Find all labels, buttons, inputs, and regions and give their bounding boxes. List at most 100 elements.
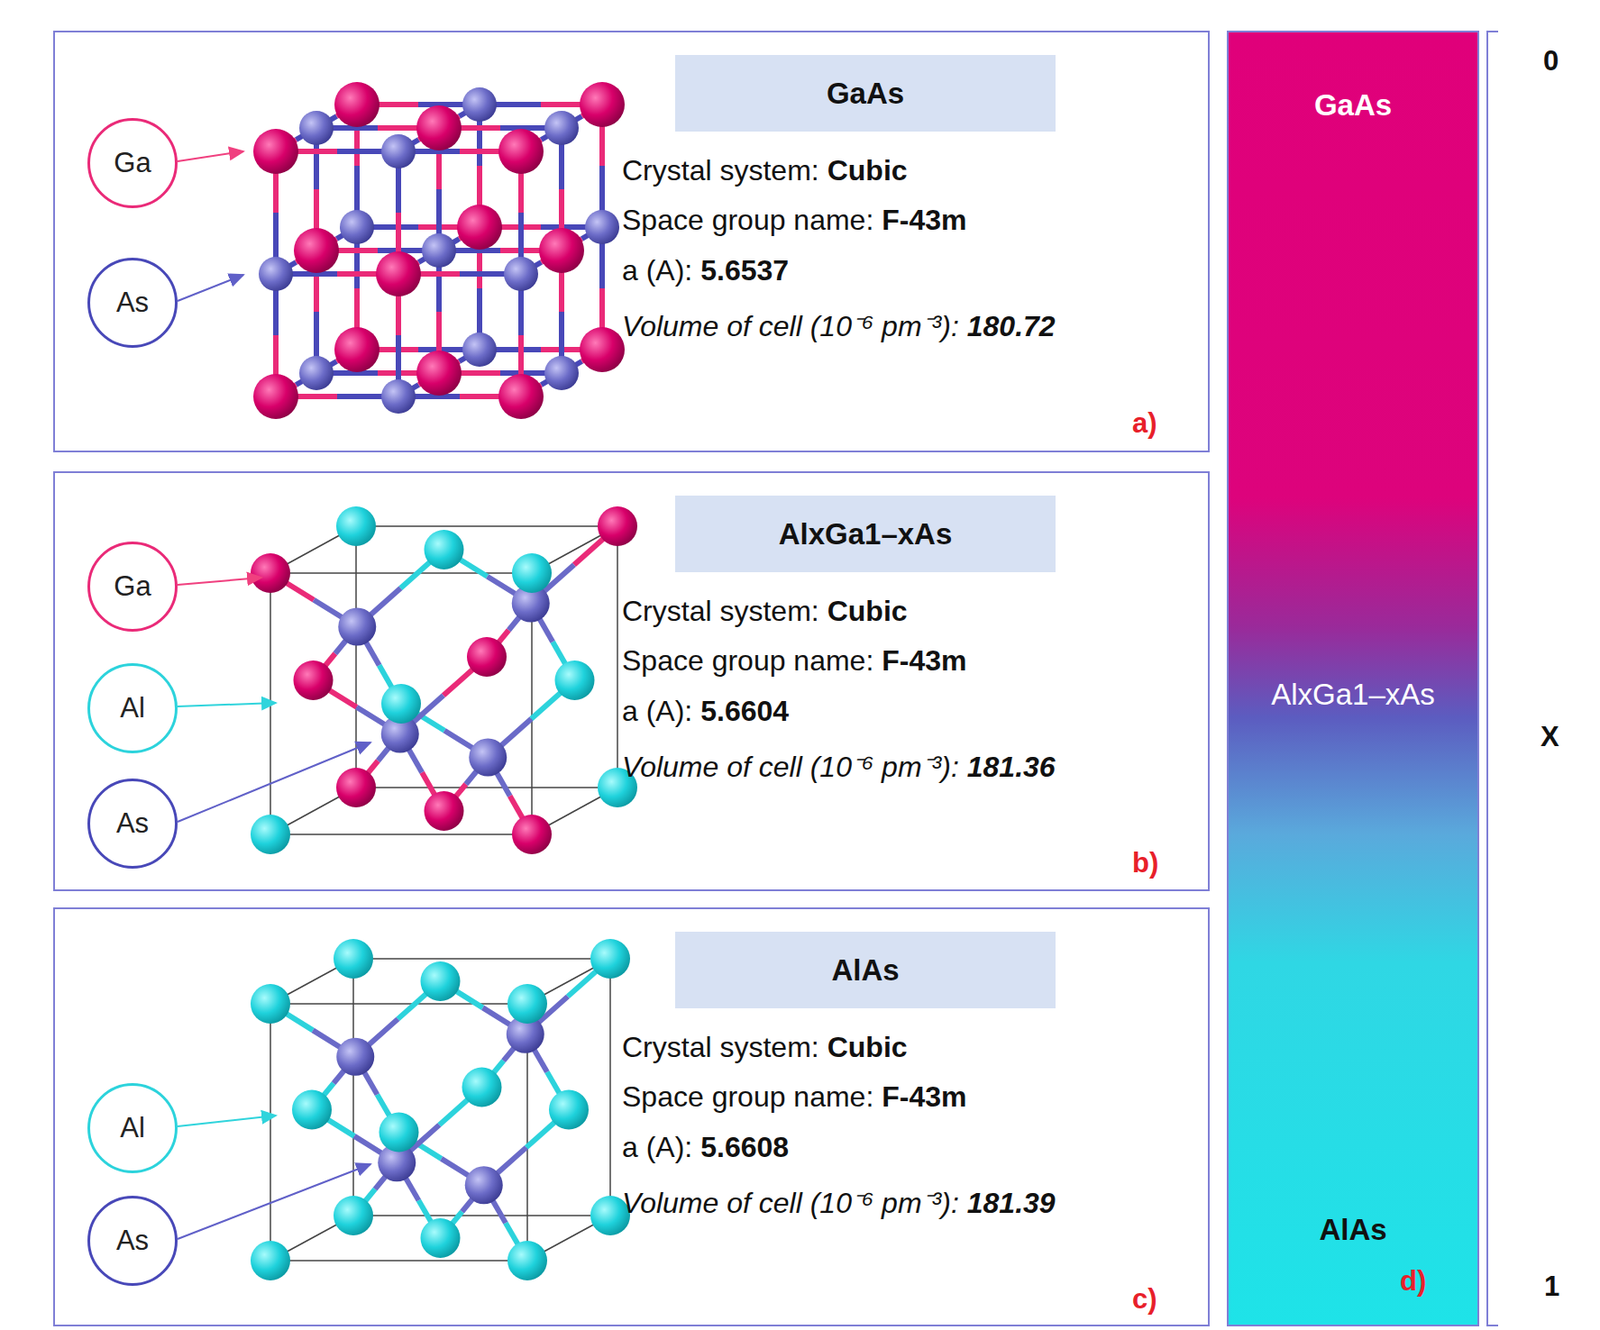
element-circle: Al — [87, 663, 178, 754]
element-symbol: Ga — [113, 570, 151, 604]
property-name: Crystal system: — [621, 154, 820, 187]
cell-edge — [609, 959, 612, 1216]
cell-edge — [356, 786, 618, 789]
panel-letter: c) — [1132, 1283, 1158, 1317]
atom — [336, 1038, 375, 1077]
compound-title-box: GaAs — [675, 54, 1056, 132]
element-circle: Al — [87, 1083, 178, 1174]
atom — [258, 256, 293, 292]
atom — [465, 1166, 503, 1205]
atom — [462, 1068, 503, 1108]
axis-label: 1 — [1544, 1270, 1560, 1304]
property-value: Cubic — [827, 594, 908, 628]
atom — [421, 233, 457, 268]
atom — [253, 128, 299, 174]
atom — [334, 327, 380, 373]
atom — [250, 984, 291, 1024]
element-circle: As — [87, 257, 178, 348]
cell-edge — [353, 958, 611, 960]
compound-name: GaAs — [1228, 88, 1478, 123]
property-name: Crystal system: — [621, 1031, 820, 1064]
axis-label: 0 — [1543, 45, 1559, 78]
atom — [457, 204, 503, 250]
property-value: 5.6537 — [700, 254, 789, 287]
atom — [424, 791, 465, 832]
atom — [544, 356, 579, 391]
cell-edge — [269, 1004, 272, 1262]
element-symbol: Al — [119, 692, 146, 725]
atom — [333, 939, 374, 979]
atom — [379, 1113, 420, 1153]
leader-line — [177, 1115, 276, 1127]
property-row: Crystal system:Cubic — [621, 594, 908, 629]
property-value: Cubic — [827, 154, 908, 187]
element-circle: As — [87, 778, 178, 869]
atom — [253, 374, 299, 420]
atom — [466, 637, 507, 677]
cell-edge — [352, 959, 355, 1216]
atom — [381, 134, 416, 169]
cell-edge — [270, 572, 532, 575]
property-name: a (A): — [621, 1131, 693, 1164]
atom — [498, 128, 544, 174]
property-name: a (A): — [621, 694, 693, 728]
atom — [381, 379, 416, 414]
property-value: Cubic — [827, 1031, 908, 1064]
atom — [250, 553, 291, 594]
structure-panel: Crystal system:CubicSpace group name:F-4… — [53, 471, 1210, 892]
compound-title-box: AlxGa1–xAs — [675, 495, 1056, 573]
property-name: Volume of cell (10⁻⁶ pm⁻³): — [621, 750, 960, 784]
atom — [250, 1241, 291, 1281]
atom — [416, 350, 462, 396]
atom — [250, 814, 291, 855]
property-value: 181.36 — [967, 750, 1056, 784]
property-row: Space group name:F-43m — [621, 203, 968, 238]
element-symbol: As — [116, 286, 149, 320]
atom — [292, 1090, 332, 1131]
compound-name: AlAs — [1228, 1213, 1478, 1248]
atom — [555, 660, 595, 701]
cell-edge — [270, 1260, 528, 1262]
panel-letter: b) — [1132, 847, 1159, 880]
property-value: F-43m — [881, 203, 967, 237]
structure-panel: Crystal system:CubicSpace group name:F-4… — [53, 907, 1210, 1327]
atom — [597, 506, 638, 547]
property-row: a (A):5.6604 — [621, 694, 789, 729]
compound-title-box: AlAs — [675, 932, 1056, 1009]
atom — [539, 228, 585, 274]
atom — [293, 660, 334, 701]
cell-edge — [270, 1003, 528, 1006]
property-value: 180.72 — [967, 310, 1056, 343]
atom — [590, 939, 631, 979]
atom — [468, 739, 507, 778]
property-row: a (A):5.6537 — [621, 254, 789, 288]
atom — [416, 105, 462, 151]
cell-edge — [353, 1215, 611, 1217]
cell-edge — [356, 525, 618, 528]
property-row: Space group name:F-43m — [621, 1080, 968, 1115]
property-row: Space group name:F-43m — [621, 644, 968, 678]
atom — [420, 961, 461, 1002]
atom — [507, 1241, 548, 1281]
property-row: a (A):5.6608 — [621, 1131, 789, 1165]
leader-lines — [177, 151, 371, 1240]
compound-name: GaAs — [826, 76, 905, 111]
property-value: 5.6608 — [700, 1131, 789, 1164]
atom — [333, 1196, 374, 1236]
property-name: a (A): — [621, 254, 693, 287]
atom — [579, 327, 625, 373]
composition-bar: GaAsAlxGa1–xAsAlAsd) — [1226, 30, 1480, 1327]
property-value: F-43m — [881, 1080, 967, 1114]
structure-panel: Crystal system:CubicSpace group name:F-4… — [53, 30, 1210, 453]
atom — [503, 256, 539, 292]
atom — [381, 684, 421, 724]
atom — [462, 87, 497, 122]
composition-bracket — [1487, 30, 1499, 1327]
property-name: Volume of cell (10⁻⁶ pm⁻³): — [621, 1187, 960, 1220]
panel-letter: a) — [1132, 407, 1158, 440]
property-row: Volume of cell (10⁻⁶ pm⁻³):181.39 — [621, 1182, 1056, 1222]
element-circle: As — [87, 1196, 178, 1287]
atom — [336, 768, 376, 808]
property-row: Volume of cell (10⁻⁶ pm⁻³):181.36 — [621, 746, 1056, 786]
cell-edge — [270, 833, 532, 836]
